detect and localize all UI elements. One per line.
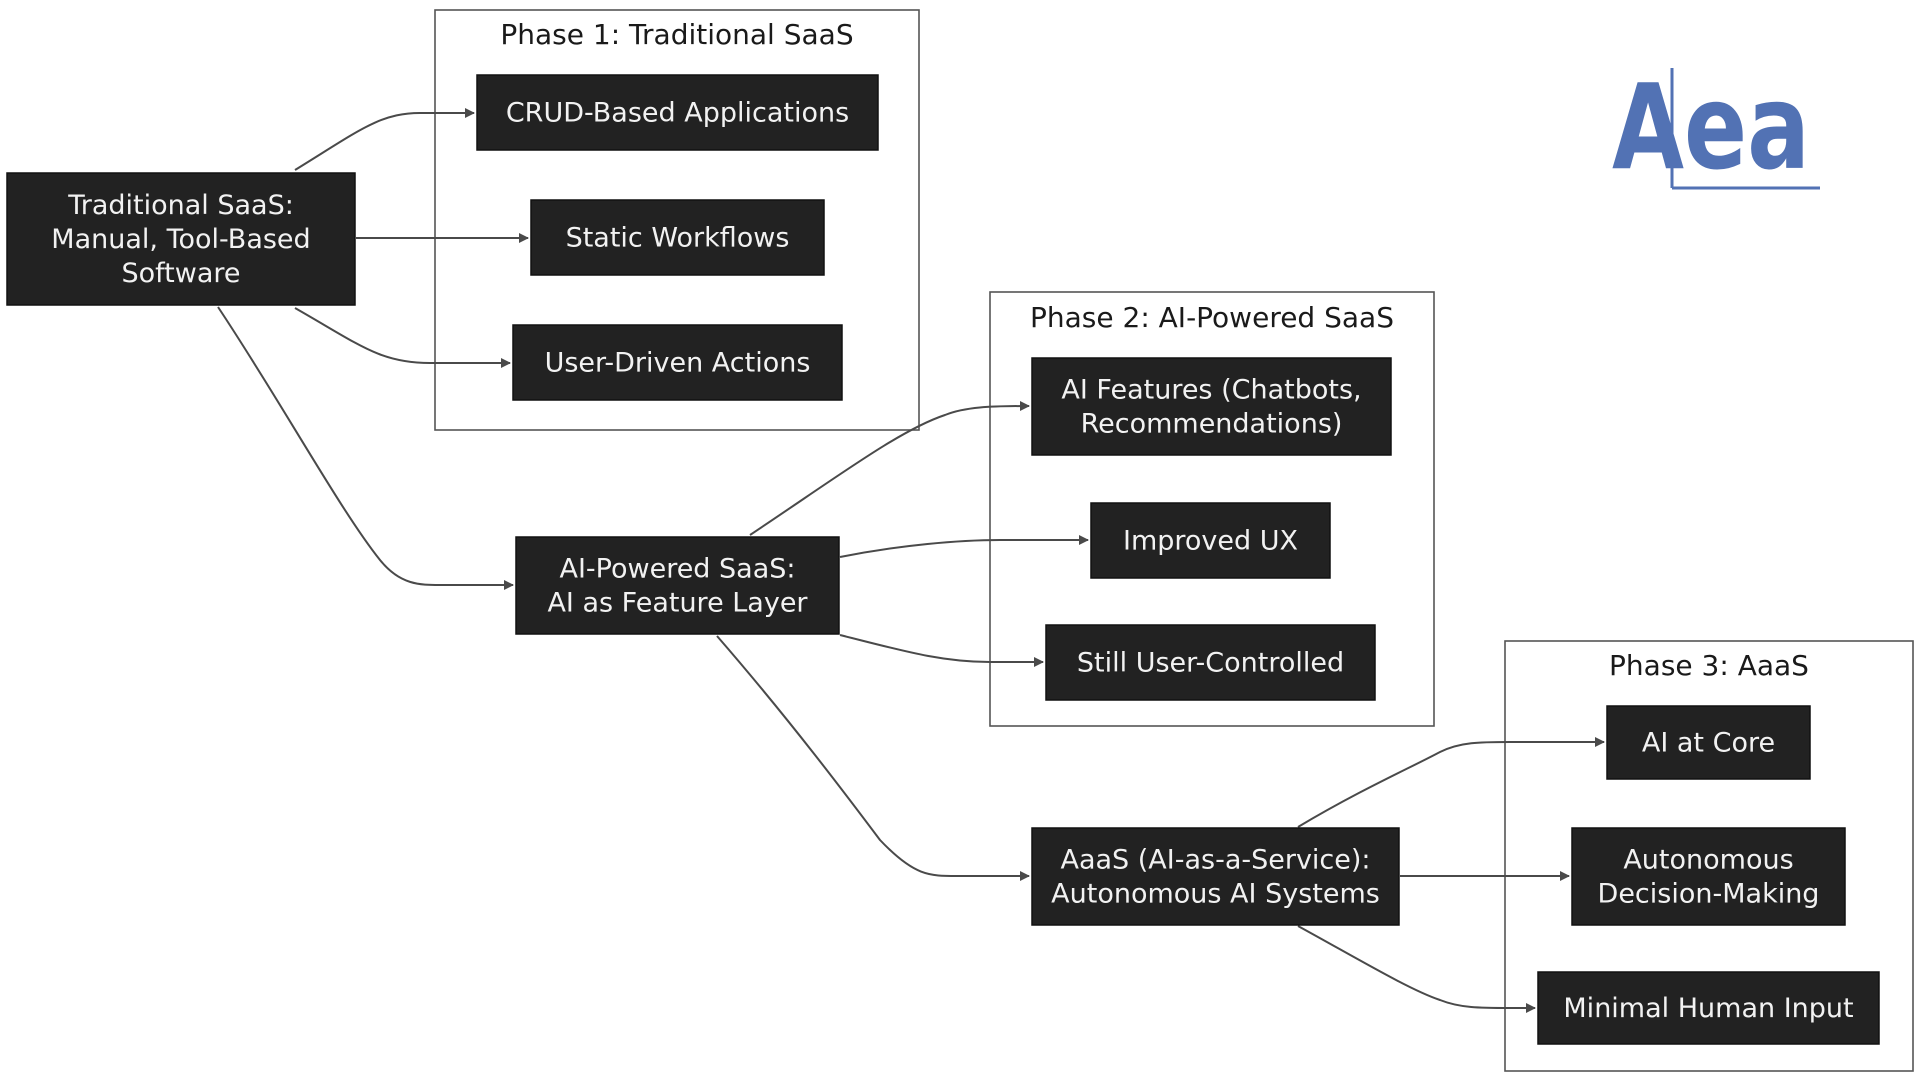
edge-ai-powered-saas-to-still-user-controlled bbox=[839, 634, 1044, 667]
node-user-driven-actions: User-Driven Actions bbox=[512, 324, 843, 401]
node-autonomous-decision-making-box bbox=[1571, 827, 1846, 926]
node-traditional-saas: Traditional SaaS:Manual, Tool-BasedSoftw… bbox=[6, 172, 356, 306]
node-ai-at-core-label-1: AI at Core bbox=[1642, 728, 1775, 759]
edge-traditional-saas-to-user-driven-actions bbox=[294, 307, 511, 368]
node-traditional-saas-label-2: Manual, Tool-Based bbox=[51, 224, 310, 255]
edge-aaas-to-ai-at-core bbox=[1297, 737, 1605, 828]
node-ai-features: AI Features (Chatbots,Recommendations) bbox=[1031, 357, 1392, 456]
node-traditional-saas-label-3: Software bbox=[121, 258, 240, 289]
phase-1-group: Phase 1: Traditional SaaS bbox=[434, 9, 920, 431]
phase-3-title: Phase 3: AaaS bbox=[1609, 649, 1809, 682]
phase-2-frame bbox=[989, 291, 1435, 727]
phase-3-group: Phase 3: AaaS bbox=[1504, 640, 1914, 1072]
logo-wordmark: Aea bbox=[1612, 58, 1810, 196]
node-ai-powered-saas: AI-Powered SaaS:AI as Feature Layer bbox=[515, 536, 840, 635]
node-autonomous-decision-making-label-2: Decision-Making bbox=[1598, 879, 1820, 910]
phase-2-title: Phase 2: AI-Powered SaaS bbox=[1030, 301, 1394, 334]
node-crud-apps: CRUD-Based Applications bbox=[476, 74, 879, 151]
node-aaas-label-2: Autonomous AI Systems bbox=[1051, 879, 1380, 910]
node-improved-ux-box bbox=[1090, 502, 1331, 579]
brand-logo: Aea bbox=[1612, 58, 1820, 196]
phase-3-frame bbox=[1504, 640, 1914, 1072]
node-ai-features-label-1: AI Features (Chatbots, bbox=[1061, 375, 1361, 406]
node-crud-apps-box bbox=[476, 74, 879, 151]
node-static-workflows-label-1: Static Workflows bbox=[566, 223, 790, 254]
node-still-user-controlled-label-1: Still User-Controlled bbox=[1077, 648, 1344, 679]
node-ai-at-core: AI at Core bbox=[1606, 705, 1811, 780]
node-ai-features-box bbox=[1031, 357, 1392, 456]
phase-2-group: Phase 2: AI-Powered SaaS bbox=[989, 291, 1435, 727]
node-autonomous-decision-making-label-1: Autonomous bbox=[1623, 845, 1793, 876]
node-minimal-human-input: Minimal Human Input bbox=[1537, 971, 1880, 1045]
node-static-workflows-box bbox=[530, 199, 825, 276]
node-minimal-human-input-label-1: Minimal Human Input bbox=[1563, 993, 1853, 1024]
edge-ai-powered-saas-to-aaas bbox=[716, 635, 1030, 881]
node-minimal-human-input-box bbox=[1537, 971, 1880, 1045]
node-crud-apps-label-1: CRUD-Based Applications bbox=[506, 98, 849, 129]
node-ai-powered-saas-box bbox=[515, 536, 840, 635]
edge-traditional-saas-to-crud-apps bbox=[294, 108, 475, 171]
phase-1-frame bbox=[434, 9, 920, 431]
node-ai-powered-saas-label-2: AI as Feature Layer bbox=[547, 588, 808, 619]
node-traditional-saas-label-1: Traditional SaaS: bbox=[67, 190, 294, 221]
node-ai-at-core-box bbox=[1606, 705, 1811, 780]
node-improved-ux: Improved UX bbox=[1090, 502, 1331, 579]
node-improved-ux-label-1: Improved UX bbox=[1123, 526, 1298, 557]
node-traditional-saas-box bbox=[6, 172, 356, 306]
node-aaas-box bbox=[1031, 827, 1400, 926]
edge-ai-powered-saas-to-ai-features bbox=[749, 401, 1030, 536]
node-ai-powered-saas-label-1: AI-Powered SaaS: bbox=[559, 554, 795, 585]
phase-1-title: Phase 1: Traditional SaaS bbox=[500, 18, 853, 51]
node-user-driven-actions-box bbox=[512, 324, 843, 401]
node-static-workflows: Static Workflows bbox=[530, 199, 825, 276]
node-aaas: AaaS (AI-as-a-Service):Autonomous AI Sys… bbox=[1031, 827, 1400, 926]
node-still-user-controlled-box bbox=[1045, 624, 1376, 701]
node-still-user-controlled: Still User-Controlled bbox=[1045, 624, 1376, 701]
node-ai-features-label-2: Recommendations) bbox=[1081, 409, 1343, 440]
edge-ai-powered-saas-to-improved-ux bbox=[839, 535, 1089, 558]
edge-traditional-saas-to-ai-powered-saas bbox=[217, 306, 514, 590]
edge-aaas-to-minimal-human-input bbox=[1297, 925, 1536, 1013]
node-aaas-label-1: AaaS (AI-as-a-Service): bbox=[1060, 845, 1370, 876]
node-user-driven-actions-label-1: User-Driven Actions bbox=[545, 348, 811, 379]
